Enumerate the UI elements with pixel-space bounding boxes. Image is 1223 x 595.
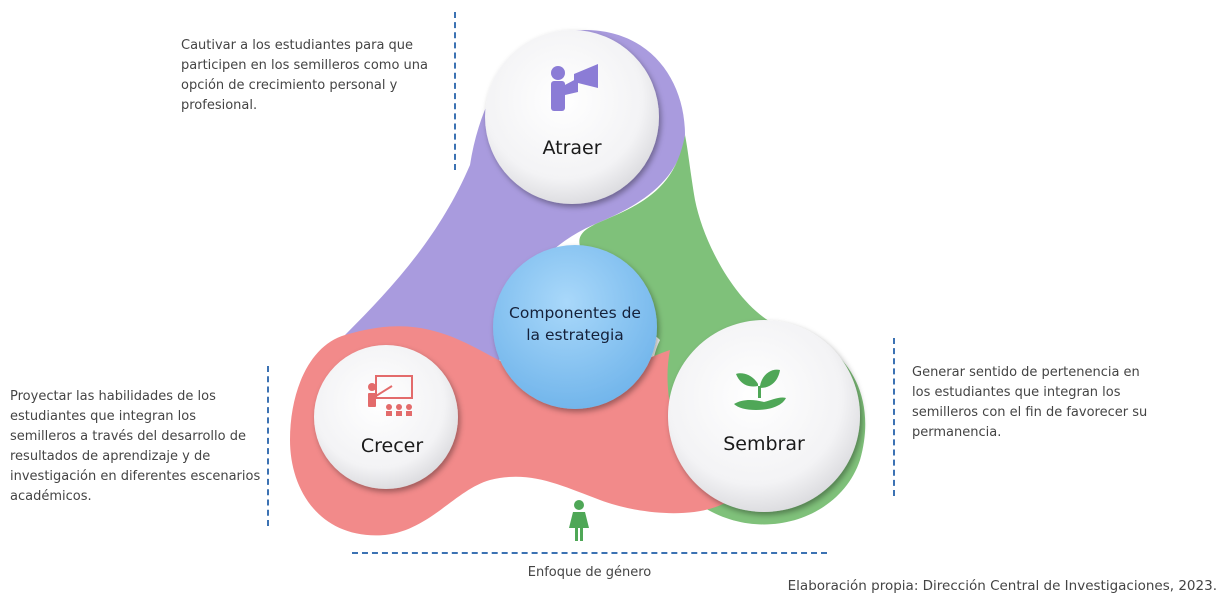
sembrar-label: Sembrar [723, 433, 805, 455]
atraer-description: Cautivar a los estudiantes para que part… [181, 38, 428, 113]
gender-dashed-line [352, 552, 827, 554]
center-label-line1: Componentes de [509, 304, 641, 322]
crecer-description: Proyectar las habilidades de los estudia… [10, 389, 261, 504]
atraer-label: Atraer [542, 137, 601, 159]
plant-hand-icon [734, 369, 786, 410]
woman-icon [569, 500, 589, 541]
sembrar-dashed-divider [893, 338, 895, 496]
atraer-node [485, 30, 659, 204]
center-label-line2: la estrategia [526, 326, 624, 344]
megaphone-icon [551, 64, 598, 111]
center-node [493, 245, 657, 409]
crecer-label: Crecer [361, 435, 423, 457]
source-caption: Elaboración propia: Dirección Central de… [787, 578, 1217, 594]
sembrar-description: Generar sentido de pertenencia en los es… [912, 365, 1148, 440]
crecer-dashed-divider [267, 366, 269, 526]
atraer-dashed-divider [454, 12, 456, 170]
sembrar-node [668, 320, 860, 512]
crecer-node [314, 345, 458, 489]
gender-approach-label: Enfoque de género [527, 565, 652, 580]
teacher-icon [368, 375, 413, 416]
